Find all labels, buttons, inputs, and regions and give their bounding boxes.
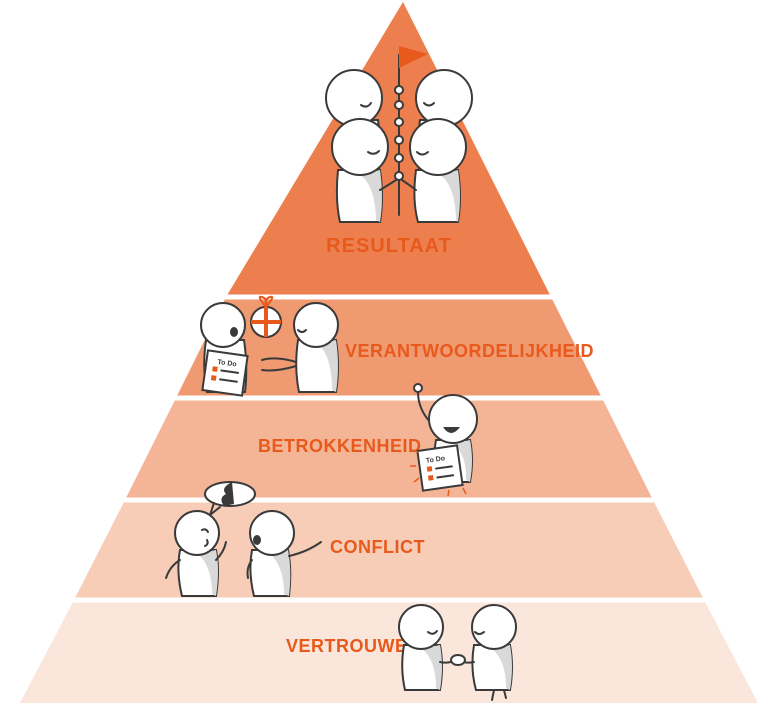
level-label-betrokkenheid: BETROKKENHEID bbox=[258, 436, 422, 456]
level-band-conflict bbox=[74, 500, 704, 600]
level-label-vertrouwen: VERTROUWEN bbox=[286, 636, 421, 656]
discussion-speech-bubble-icon bbox=[165, 481, 322, 597]
handover-gift-icon: To Do bbox=[200, 295, 339, 397]
todo-list-raise-hand-icon: To Do bbox=[410, 383, 478, 497]
level-label-resultaat: RESULTAAT bbox=[326, 235, 452, 257]
team-with-flag-icon bbox=[325, 46, 473, 223]
level-band-vertrouwen bbox=[20, 600, 758, 703]
svg-text:To Do: To Do bbox=[425, 455, 445, 465]
flag-icon bbox=[399, 46, 428, 68]
todo-list-icon: To Do bbox=[201, 349, 249, 397]
gift-icon bbox=[250, 295, 282, 338]
svg-text:To Do: To Do bbox=[217, 359, 237, 369]
handshake-icon bbox=[398, 604, 517, 701]
level-band-verantwoordelijkheid bbox=[176, 297, 602, 398]
level-label-verantwoordelijkheid: VERANTWOORDELIJKHEID bbox=[345, 341, 594, 361]
level-band-betrokkenheid bbox=[125, 398, 653, 500]
level-label-conflict: CONFLICT bbox=[330, 537, 425, 557]
speech-bubble-icon bbox=[204, 481, 256, 518]
